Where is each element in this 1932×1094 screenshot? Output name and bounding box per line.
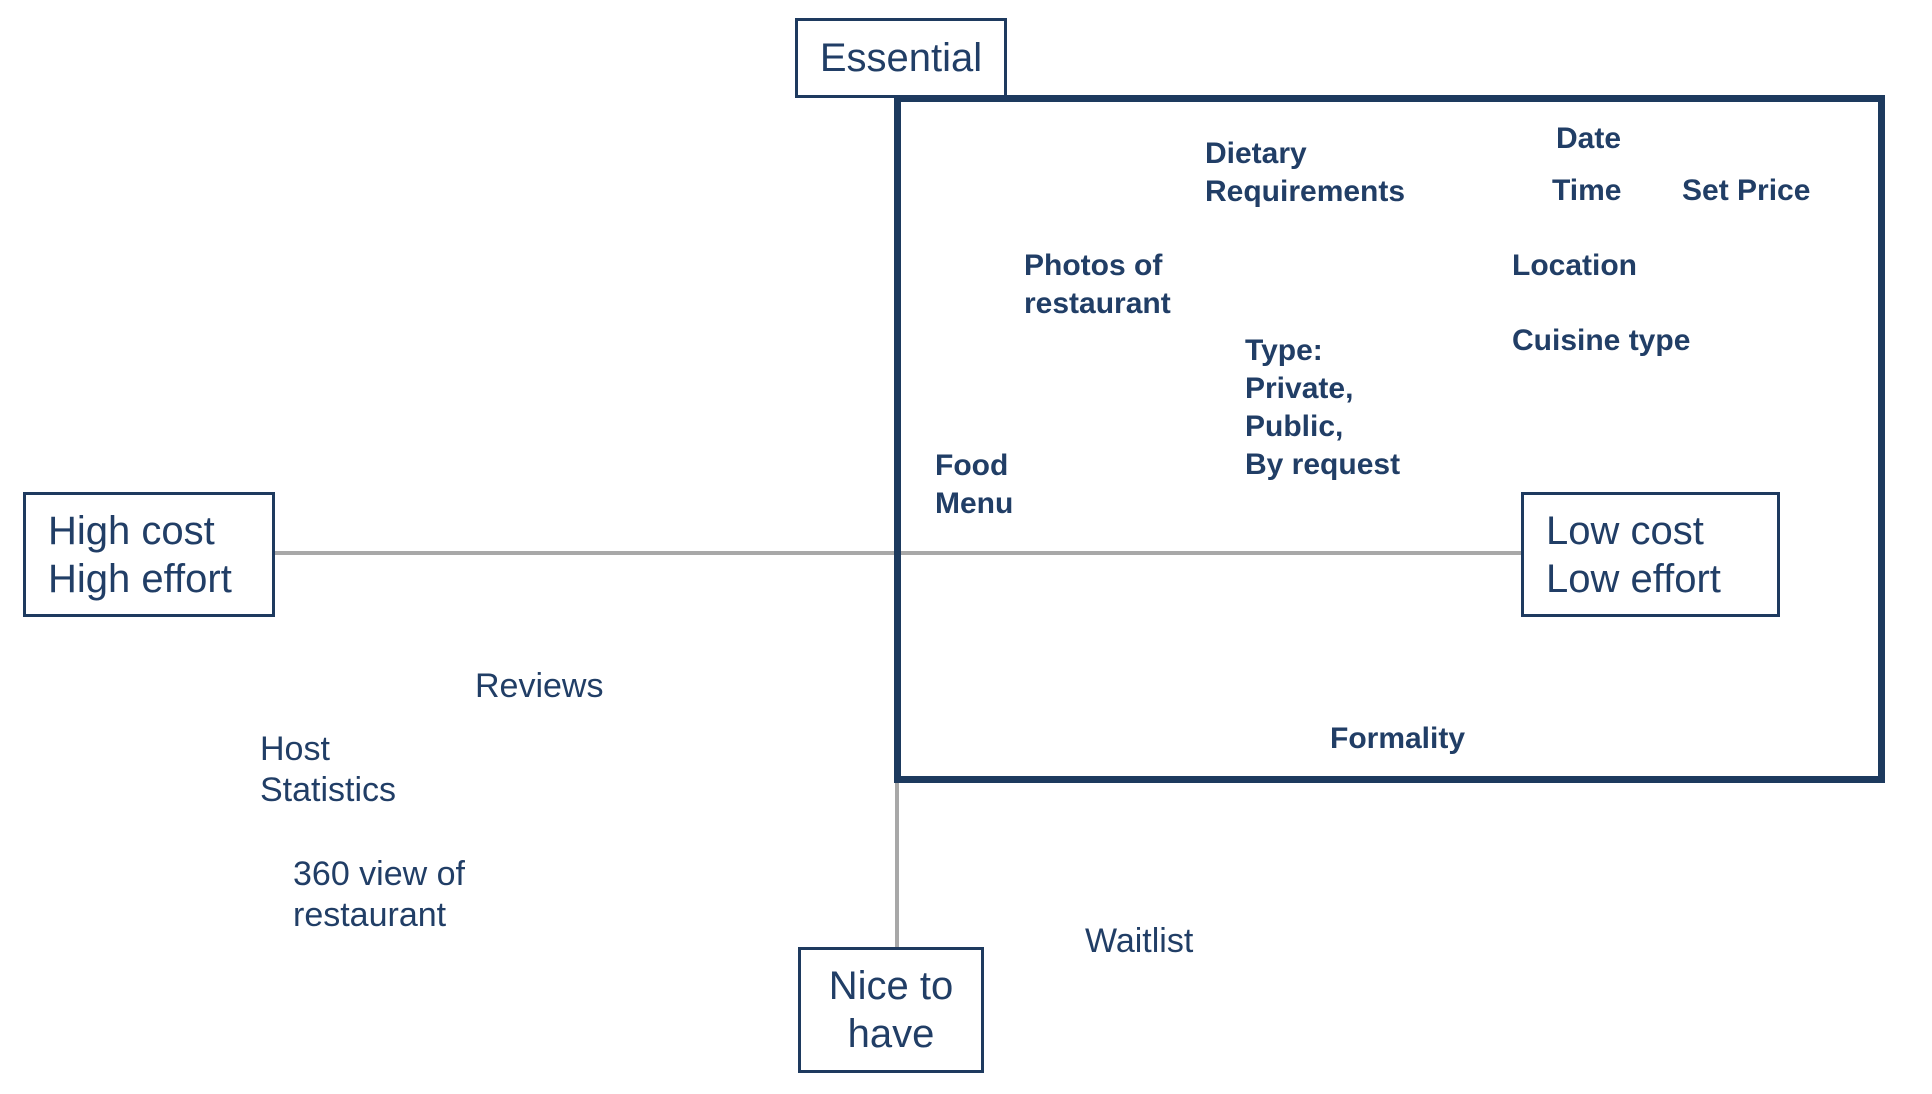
item-food-menu: Food Menu: [935, 449, 1014, 520]
item-waitlist: Waitlist: [1085, 922, 1194, 960]
item-type-private-public-by-request: Type: Private, Public, By request: [1245, 334, 1401, 481]
item-time: Time: [1552, 174, 1622, 207]
item-dietary-requirements: Dietary Requirements: [1205, 137, 1406, 208]
item-photos-of-restaurant: Photos of restaurant: [1024, 249, 1171, 320]
item-reviews: Reviews: [475, 667, 604, 705]
item-location: Location: [1512, 249, 1637, 282]
item-host-statistics: Host Statistics: [260, 730, 397, 809]
quadrant-label-essential: Essential: [795, 18, 1007, 98]
quadrant-label-low-cost-low-effort: Low cost Low effort: [1521, 492, 1780, 617]
quadrant-label-high-cost-high-effort: High cost High effort: [23, 492, 275, 617]
item-date: Date: [1556, 122, 1622, 155]
item-cuisine-type: Cuisine type: [1512, 324, 1691, 357]
item-set-price: Set Price: [1682, 174, 1811, 207]
item-360-view-of-restaurant: 360 view of restaurant: [293, 855, 465, 934]
quadrant-label-nice-to-have: Nice to have: [798, 947, 984, 1073]
item-formality: Formality: [1330, 722, 1466, 755]
essential-region-outline: [894, 95, 1885, 783]
